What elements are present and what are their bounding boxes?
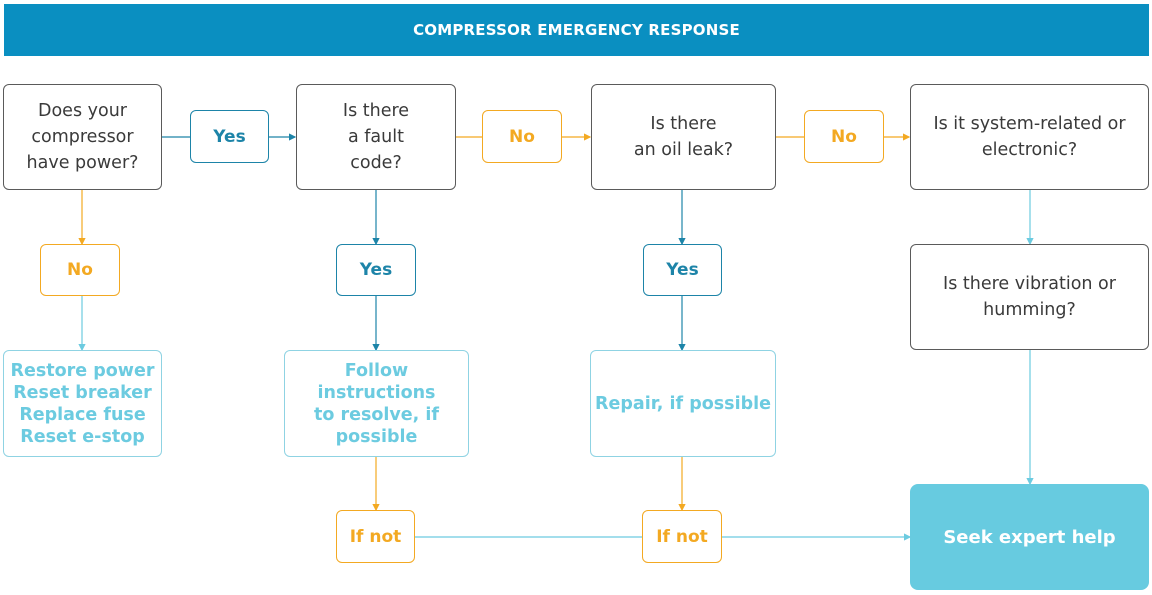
answer-no-oil: No	[804, 110, 884, 163]
title-banner: COMPRESSOR EMERGENCY RESPONSE	[4, 4, 1149, 56]
answer-yes-oil: Yes	[643, 244, 722, 296]
question-power: Does your compressor have power?	[3, 84, 162, 190]
answer-yes-fault: Yes	[336, 244, 416, 296]
if-not-fault: If not	[336, 510, 415, 563]
action-restore-power: Restore power Reset breaker Replace fuse…	[3, 350, 162, 457]
question-fault-code: Is there a fault code?	[296, 84, 456, 190]
if-not-oil: If not	[642, 510, 722, 563]
seek-expert-help: Seek expert help	[910, 484, 1149, 590]
page-title: COMPRESSOR EMERGENCY RESPONSE	[413, 21, 740, 39]
question-vibration: Is there vibration or humming?	[910, 244, 1149, 350]
answer-no-fault: No	[482, 110, 562, 163]
answer-no-power: No	[40, 244, 120, 296]
action-follow-instructions: Follow instructions to resolve, if possi…	[284, 350, 469, 457]
action-repair: Repair, if possible	[590, 350, 776, 457]
answer-yes-power: Yes	[190, 110, 269, 163]
question-system-related: Is it system-related or electronic?	[910, 84, 1149, 190]
question-oil-leak: Is there an oil leak?	[591, 84, 776, 190]
